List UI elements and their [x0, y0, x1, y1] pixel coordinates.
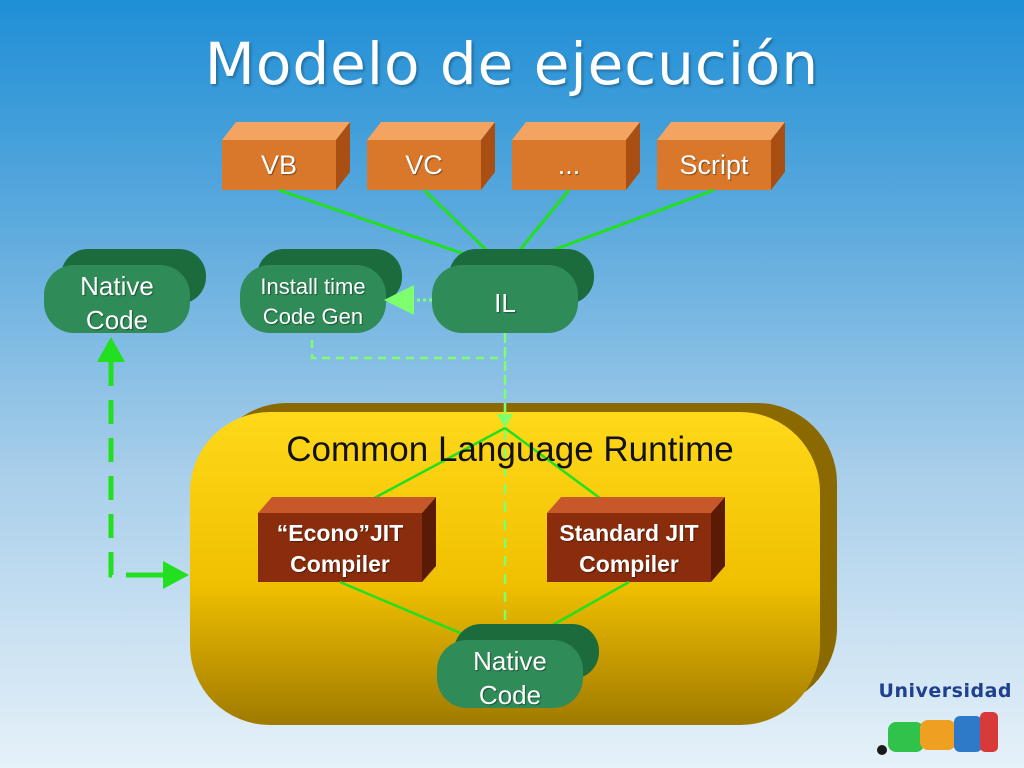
- il-label: IL: [494, 288, 516, 318]
- standard-jit-label: Standard JIT Compiler: [547, 518, 711, 580]
- language-label-ellipsis: ...: [557, 150, 581, 180]
- language-label-vb: VB: [260, 150, 298, 180]
- clr-label: Common Language Runtime: [286, 430, 734, 469]
- native-code-left-label: Native Code: [44, 269, 190, 337]
- native-left-arrowhead: [97, 337, 125, 362]
- native-code-bottom-line1: Native: [473, 646, 547, 676]
- econo-jit-line1: “Econo”JIT: [276, 520, 404, 546]
- clr-container: [190, 403, 837, 725]
- native-code-left-line2: Code: [85, 305, 149, 335]
- clr-to-native-left-connector: [108, 362, 150, 578]
- clr-entry-arrowhead: [163, 561, 189, 589]
- native-code-node-left: [44, 249, 206, 333]
- native-code-node-bottom: [437, 624, 599, 708]
- il-to-clr-connector: [310, 333, 507, 640]
- standard-jit-box: [547, 497, 725, 582]
- language-box-vb: [222, 122, 350, 190]
- universidad-net-logo: Universidad: [862, 680, 1012, 702]
- language-label-script: Script: [679, 150, 749, 180]
- econo-jit-line2: Compiler: [290, 551, 390, 577]
- slide-title: Modelo de ejecución: [204, 30, 820, 98]
- il-node: [432, 249, 594, 333]
- native-code-bottom-line2: Code: [478, 680, 542, 710]
- il-arrowhead: [497, 414, 513, 428]
- standard-jit-line2: Compiler: [579, 551, 679, 577]
- econo-jit-label: “Econo”JIT Compiler: [258, 518, 422, 580]
- standard-jit-line1: Standard JIT: [559, 520, 699, 546]
- il-to-jit-connectors: [351, 426, 617, 512]
- econo-jit-box: [258, 497, 436, 582]
- language-label-vc: VC: [405, 150, 443, 180]
- install-time-label: Install time Code Gen: [240, 272, 386, 332]
- language-box-script: [657, 122, 785, 190]
- logo-title: Universidad: [878, 680, 1012, 702]
- language-box-vc: [367, 122, 495, 190]
- install-time-line2: Code Gen: [262, 304, 364, 329]
- native-code-bottom-label: Native Code: [437, 644, 583, 712]
- install-time-codegen-node: [240, 249, 402, 333]
- install-time-line1: Install time: [260, 274, 366, 299]
- language-box-ellipsis: [512, 122, 640, 190]
- native-code-left-line1: Native: [80, 271, 154, 301]
- net-logo-mark: [877, 712, 998, 755]
